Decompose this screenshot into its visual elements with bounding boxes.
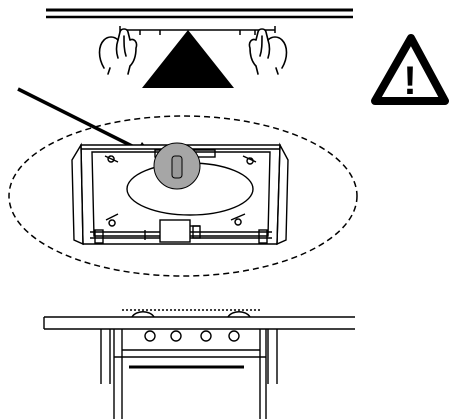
highlight-spot xyxy=(153,142,201,190)
warning-symbol: ! xyxy=(403,59,416,103)
up-arrow-icon xyxy=(142,30,234,88)
detail-ellipse xyxy=(8,115,358,277)
left-hand-icon xyxy=(98,28,138,75)
right-hand-icon xyxy=(248,28,288,75)
oven xyxy=(113,329,267,419)
countertop xyxy=(43,309,355,384)
mounting-rail xyxy=(46,8,353,19)
bracket xyxy=(119,26,276,35)
warning-triangle-icon: ! xyxy=(371,34,449,105)
